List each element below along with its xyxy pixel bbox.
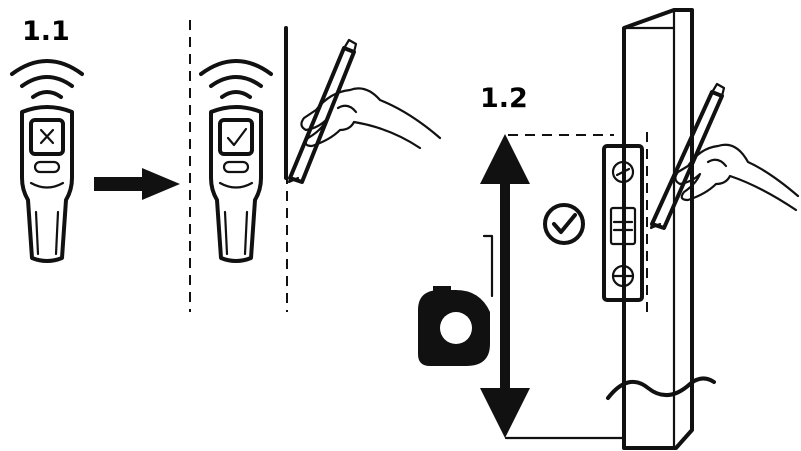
spirit-level-icon: [602, 144, 644, 302]
wifi-signal-icon: [10, 59, 84, 99]
step-label-1-1: 1.1: [22, 16, 70, 47]
wall-stud-icon: [622, 8, 694, 450]
step-label-1-2: 1.2: [480, 83, 528, 114]
check-mark-icon: [226, 127, 248, 147]
pencil-icon: [287, 38, 358, 184]
tape-measure-icon: [418, 234, 494, 366]
hand-icon: [300, 87, 442, 150]
double-arrow-vertical-icon: [480, 134, 530, 438]
stud-finder-right: [199, 59, 273, 263]
stud-finder-icon: [209, 105, 263, 263]
hand-icon: [674, 143, 800, 212]
stud-finder-icon: [20, 105, 74, 263]
cross-mark-icon: [39, 128, 55, 145]
break-line-icon: [606, 376, 716, 400]
pencil-icon: [649, 82, 726, 230]
wifi-signal-icon: [199, 59, 273, 99]
check-circle-icon: [543, 203, 585, 245]
arrow-right-icon: [94, 168, 180, 200]
stud-finder-left: [10, 59, 84, 263]
